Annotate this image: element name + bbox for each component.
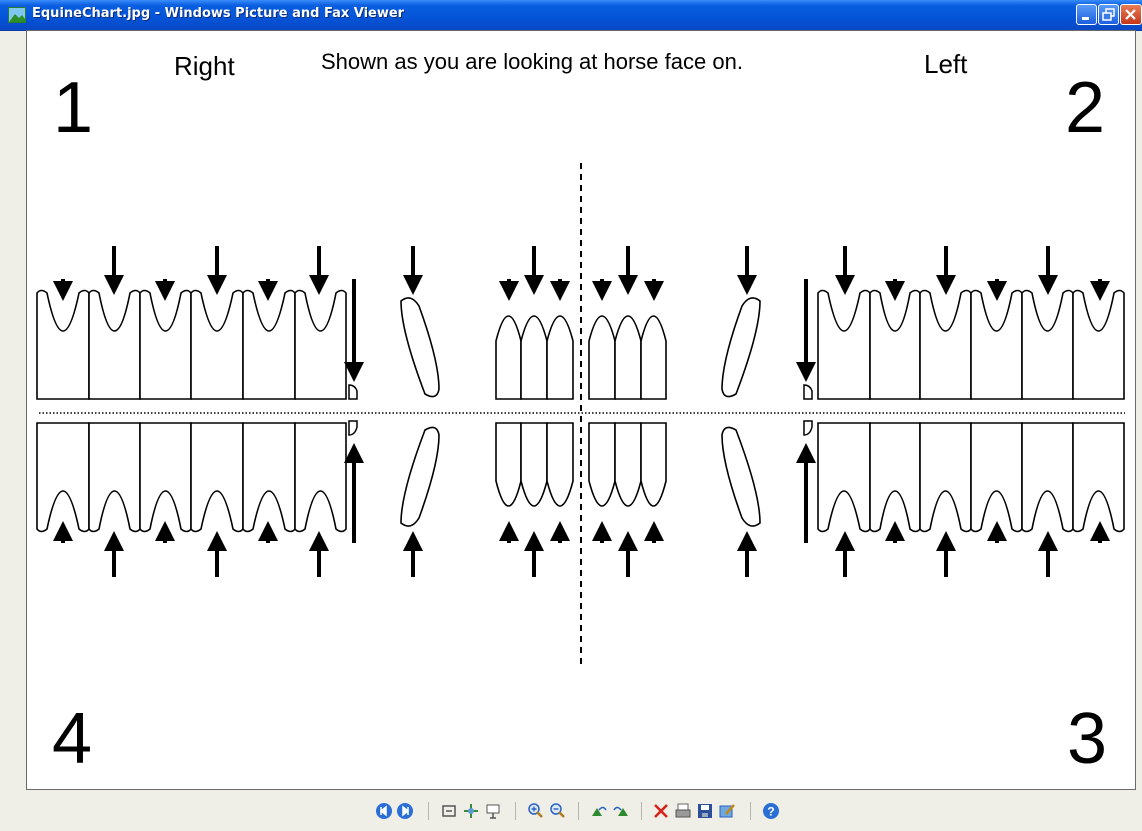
- lower-cheek-tooth: [1073, 423, 1124, 532]
- lower-cheek-tooth: [140, 423, 191, 532]
- zoom-in-button[interactable]: [526, 802, 544, 820]
- lower-canine: [722, 427, 760, 526]
- upper-incisor: [496, 316, 521, 399]
- rotate-counterclockwise-button[interactable]: [612, 802, 630, 820]
- upper-cheek-tooth: [140, 291, 191, 400]
- upper-incisor: [547, 316, 573, 399]
- best-fit-button[interactable]: [440, 802, 458, 820]
- lower-incisor: [521, 423, 547, 506]
- lower-cheek-tooth: [37, 423, 89, 532]
- lower-cheek-tooth: [818, 423, 870, 532]
- zoom-out-button[interactable]: [548, 802, 566, 820]
- rotate-clockwise-icon: [590, 802, 608, 820]
- lower-cheek-tooth: [243, 423, 295, 532]
- next-image-button[interactable]: [396, 802, 414, 820]
- upper-cheek-tooth: [818, 291, 870, 400]
- best-fit-icon: [440, 802, 458, 820]
- help-button[interactable]: ?: [762, 802, 780, 820]
- lower-canine: [401, 427, 439, 526]
- picture-viewer-icon: [8, 7, 26, 23]
- upper-wolf-tooth: [804, 385, 812, 399]
- quadrant-number: 2: [1065, 68, 1105, 148]
- actual-size-button[interactable]: [462, 802, 480, 820]
- svg-text:?: ?: [767, 805, 774, 819]
- print-button[interactable]: [674, 802, 692, 820]
- restore-button[interactable]: [1098, 4, 1119, 25]
- edit-button[interactable]: [718, 802, 736, 820]
- upper-cheek-tooth: [89, 291, 140, 400]
- delete-icon: [652, 802, 670, 820]
- next-image-icon: [396, 802, 414, 820]
- lower-wolf-tooth: [804, 421, 812, 435]
- upper-cheek-tooth: [1022, 291, 1073, 400]
- image-canvas: 1 2 3 4 Right Left Shown as you are look…: [26, 30, 1136, 790]
- upper-cheek-tooth: [191, 291, 243, 400]
- toolbar-separator: [750, 802, 751, 820]
- zoom-out-icon: [548, 802, 566, 820]
- lower-cheek-tooth: [1022, 423, 1073, 532]
- lower-cheek-tooth: [295, 423, 346, 532]
- lower-cheek-tooth: [920, 423, 971, 532]
- window-title: EquineChart.jpg - Windows Picture and Fa…: [32, 6, 404, 21]
- upper-cheek-tooth: [295, 291, 346, 400]
- lower-cheek-tooth: [870, 423, 920, 532]
- previous-image-button[interactable]: [375, 802, 393, 820]
- lower-incisor: [547, 423, 573, 506]
- minimize-button[interactable]: [1076, 4, 1097, 25]
- previous-image-icon: [375, 802, 393, 820]
- close-icon: [1121, 5, 1141, 24]
- close-button[interactable]: [1120, 4, 1142, 25]
- right-side-label: Right: [174, 51, 235, 81]
- toolbar-separator: [428, 802, 429, 820]
- upper-incisor: [615, 316, 641, 399]
- toolbar-separator: [641, 802, 642, 820]
- rotate-clockwise-button[interactable]: [590, 802, 608, 820]
- lower-incisor: [615, 423, 641, 506]
- rotate-counterclockwise-icon: [612, 802, 630, 820]
- left-side-label: Left: [924, 49, 968, 79]
- upper-incisor: [521, 316, 547, 399]
- lower-incisor: [641, 423, 666, 506]
- lower-cheek-tooth: [191, 423, 243, 532]
- help-icon: ?: [762, 802, 780, 820]
- viewer-toolbar: ?: [0, 790, 1142, 831]
- edit-icon: [718, 802, 736, 820]
- restore-icon: [1099, 5, 1118, 24]
- upper-cheek-tooth: [870, 291, 920, 400]
- upper-canine: [722, 298, 760, 397]
- toolbar-separator: [515, 802, 516, 820]
- upper-cheek-tooth: [971, 291, 1022, 400]
- upper-cheek-tooth: [1073, 291, 1124, 400]
- upper-incisor: [589, 316, 615, 399]
- upper-wolf-tooth: [349, 385, 357, 399]
- save-icon: [696, 802, 714, 820]
- upper-cheek-tooth: [920, 291, 971, 400]
- quadrant-number: 1: [53, 68, 93, 148]
- delete-button[interactable]: [652, 802, 670, 820]
- equine-dental-chart: 1 2 3 4 Right Left Shown as you are look…: [27, 31, 1135, 789]
- quadrant-number: 4: [52, 699, 92, 779]
- print-icon: [674, 802, 692, 820]
- minimize-icon: [1077, 5, 1096, 24]
- slideshow-icon: [484, 802, 502, 820]
- toolbar-separator: [578, 802, 579, 820]
- lower-cheek-tooth: [971, 423, 1022, 532]
- upper-canine: [401, 298, 439, 397]
- quadrant-number: 3: [1067, 699, 1107, 779]
- upper-cheek-tooth: [37, 291, 89, 400]
- chart-caption: Shown as you are looking at horse face o…: [321, 49, 743, 74]
- lower-wolf-tooth: [349, 421, 357, 435]
- lower-incisor: [589, 423, 615, 506]
- upper-cheek-tooth: [243, 291, 295, 400]
- slideshow-button[interactable]: [484, 802, 502, 820]
- title-bar[interactable]: EquineChart.jpg - Windows Picture and Fa…: [0, 0, 1142, 31]
- lower-cheek-tooth: [89, 423, 140, 532]
- save-button[interactable]: [696, 802, 714, 820]
- zoom-in-icon: [526, 802, 544, 820]
- lower-incisor: [496, 423, 521, 506]
- upper-incisor: [641, 316, 666, 399]
- actual-size-icon: [462, 802, 480, 820]
